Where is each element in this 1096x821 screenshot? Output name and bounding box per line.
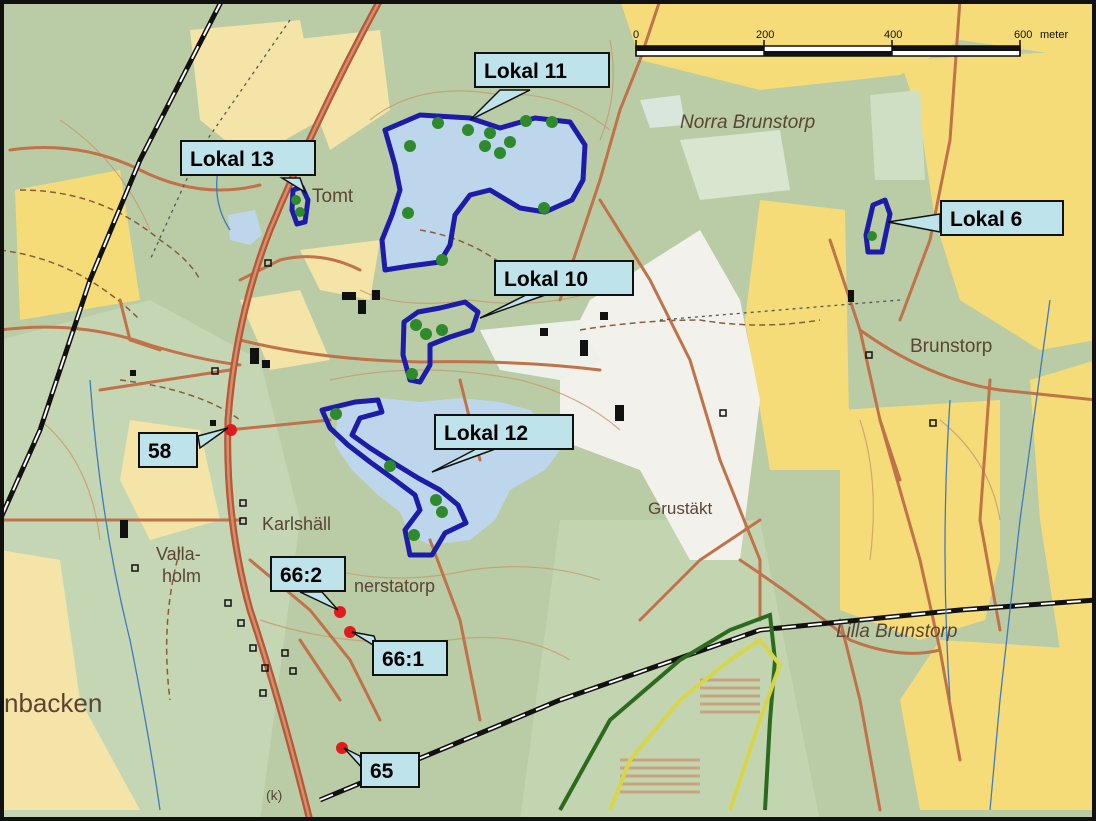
observation-dots [291,115,877,541]
place-lilla-brunstorp: Lilla Brunstorp [836,621,957,642]
railway-dash [0,0,223,521]
field-area [300,240,380,300]
place-tomt: Tomt [312,186,354,207]
pond [640,95,685,128]
buildings [120,290,854,538]
callout-pointers [197,89,941,771]
callout-point-65: 65 [360,752,420,788]
scale-bar: 0 200 400 600 meter [633,29,1068,57]
place-nerstatorp: nerstatorp [354,576,435,596]
open-area [680,130,790,200]
callout-lokal-10: Lokal 10 [494,260,634,296]
pond [228,210,262,245]
field-area [620,0,1096,90]
field-area [745,200,850,470]
field-area [240,290,330,370]
place-k: (k) [266,787,282,803]
lokal-10-outline [400,299,481,385]
field-area [15,170,140,320]
quarry-area [560,230,760,560]
place-grustakt: Grustäkt [648,499,713,518]
inner-boundary [608,637,783,811]
nature-reserve-boundary [558,612,778,811]
power-line [149,19,291,261]
scale-unit: meter [1040,29,1068,41]
lake [382,115,585,270]
railway-dash [319,599,1096,801]
field-area [0,550,140,810]
point-66-1-marker [344,626,356,638]
scale-tick-200: 200 [756,29,774,41]
place-nbacken: nbacken [4,688,102,718]
point-65-marker [336,742,348,754]
callout-lokal-6: Lokal 6 [940,200,1064,236]
lokal-12-outline [319,397,469,558]
scale-tick-0: 0 [633,29,639,41]
lokal-6-outline [863,197,893,255]
point-58-marker [225,424,237,436]
contour-lines [39,39,1001,661]
scale-tick-400: 400 [884,29,902,41]
open-area [870,90,925,180]
power-line [659,299,901,321]
field-area [840,400,1000,640]
callout-point-58: 58 [138,432,198,468]
field-area [1030,360,1096,660]
callout-lokal-12: Lokal 12 [434,414,574,450]
place-norra-brunstorp: Norra Brunstorp [680,112,815,133]
open-area [480,320,600,380]
place-names: Norra Brunstorp Tomt Brunstorp Grustäkt … [4,112,992,803]
field-area [190,20,320,160]
place-karlshall: Karlshäll [262,514,331,534]
place-vallaholm-1: Valla- [156,544,201,564]
scale-tick-600: 600 [1014,29,1032,41]
place-brunstorp: Brunstorp [910,336,992,357]
callout-point-66-1: 66:1 [372,640,448,676]
callout-point-66-2: 66:2 [270,556,346,592]
field-area [290,30,390,150]
plantation-stripes [620,678,760,794]
place-vallaholm-2: holm [162,566,201,586]
callout-lokal-13: Lokal 13 [180,140,316,176]
callout-lokal-11: Lokal 11 [474,52,610,88]
outlined-buildings [131,259,937,697]
